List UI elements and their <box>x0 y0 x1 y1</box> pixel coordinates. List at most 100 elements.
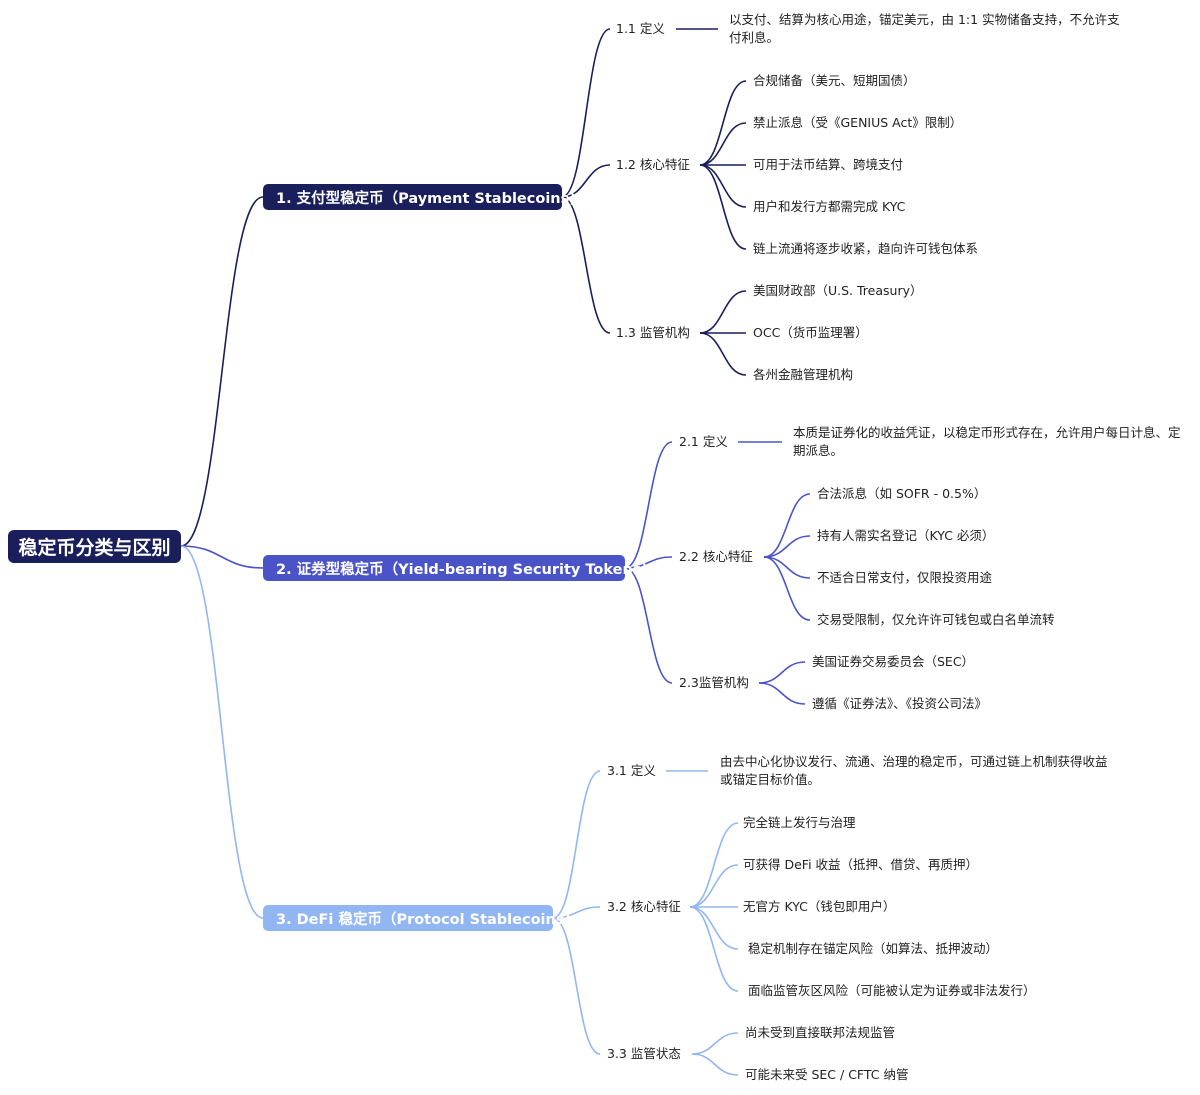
leaf-label: 可能未来受 SEC / CFTC 纳管 <box>745 1067 909 1082</box>
branch-payment-stablecoins[interactable]: 1. 支付型稳定币（Payment Stablecoins) <box>263 184 576 210</box>
leaf-label: 面临监管灰区风险（可能被认定为证券或非法发行） <box>748 983 1036 998</box>
leaf-item[interactable]: 持有人需实名登记（KYC 必须） <box>817 527 994 545</box>
subtopic-label: 2.3监管机构 <box>679 675 749 690</box>
subtopic-3-3-regulatory-status[interactable]: 3.3 监管状态 <box>607 1045 681 1063</box>
leaf-item[interactable]: 不适合日常支付，仅限投资用途 <box>817 569 992 587</box>
leaf-item[interactable]: 合规储备（美元、短期国债） <box>753 72 916 90</box>
definition-line: 由去中心化协议发行、流通、治理的稳定币，可通过链上机制获得收益 <box>720 754 1108 769</box>
leaf-label: 稳定机制存在锚定风险（如算法、抵押波动） <box>748 941 999 956</box>
branch-to-subtopic-connector <box>561 196 611 334</box>
leaf-item[interactable]: 禁止派息（受《GENIUS Act》限制） <box>753 114 962 132</box>
leaf-label: 链上流通将逐步收紧，趋向许可钱包体系 <box>753 241 979 256</box>
leaf-label: 尚未受到直接联邦法规监管 <box>745 1025 896 1040</box>
leaf-item[interactable]: 合法派息（如 SOFR - 0.5%） <box>817 485 986 503</box>
leaf-label: 不适合日常支付，仅限投资用途 <box>817 570 993 585</box>
root-to-branch-connector <box>180 545 264 569</box>
definition-text-3: 由去中心化协议发行、流通、治理的稳定币，可通过链上机制获得收益 或锚定目标价值。 <box>720 753 1140 789</box>
root-label: 稳定币分类与区别 <box>18 537 171 559</box>
leaf-label: 持有人需实名登记（KYC 必须） <box>817 528 995 543</box>
leaf-item[interactable]: 面临监管灰区风险（可能被认定为证券或非法发行） <box>748 982 1036 1000</box>
subtopic-to-leaf-connector <box>689 864 739 908</box>
branch-to-subtopic-connector <box>561 164 611 198</box>
leaf-item[interactable]: 尚未受到直接联邦法规监管 <box>745 1024 895 1042</box>
leaf-item[interactable]: 美国证券交易委员会（SEC） <box>812 653 974 671</box>
branch-3-connectors <box>180 545 739 1076</box>
root-node[interactable]: 稳定币分类与区别 <box>8 530 181 563</box>
leaf-label: 美国财政部（U.S. Treasury） <box>753 283 923 298</box>
branch-security-tokens[interactable]: 2. 证券型稳定币（Yield-bearing Security Tokens) <box>263 555 648 581</box>
branch-2-connectors <box>180 441 811 705</box>
leaf-item[interactable]: 可获得 DeFi 收益（抵押、借贷、再质押） <box>743 856 978 874</box>
subtopic-to-leaf-connector <box>763 493 811 558</box>
subtopic-label: 1.2 核心特征 <box>616 157 690 172</box>
leaf-label: 完全链上发行与治理 <box>743 815 856 830</box>
subtopic-label: 3.1 定义 <box>607 763 656 778</box>
branch-to-subtopic-connector <box>561 28 611 198</box>
branch-to-subtopic-connector <box>624 567 673 684</box>
subtopic-to-leaf-connector <box>699 332 747 376</box>
definition-line: 本质是证券化的收益凭证，以稳定币形式存在，允许用户每日计息、定 <box>793 425 1181 440</box>
leaf-item[interactable]: 无官方 KYC（钱包即用户） <box>743 898 895 916</box>
subtopic-label: 2.2 核心特征 <box>679 549 753 564</box>
leaf-item[interactable]: 可能未来受 SEC / CFTC 纳管 <box>745 1066 909 1084</box>
definition-text-1: 以支付、结算为核心用途，锚定美元，由 1:1 实物储备支持，不允许支 付利息。 <box>729 11 1149 47</box>
leaf-label: 美国证券交易委员会（SEC） <box>812 654 975 669</box>
subtopic-2-3-regulators[interactable]: 2.3监管机构 <box>679 674 749 692</box>
leaf-label: 交易受限制，仅允许许可钱包或白名单流转 <box>817 612 1055 627</box>
branch-to-subtopic-connector <box>624 556 673 569</box>
subtopic-to-leaf-connector <box>763 556 811 621</box>
leaf-label: 禁止派息（受《GENIUS Act》限制） <box>753 115 963 130</box>
leaf-item[interactable]: 交易受限制，仅允许许可钱包或白名单流转 <box>817 611 1055 629</box>
leaf-label: 合法派息（如 SOFR - 0.5%） <box>817 486 987 501</box>
leaf-item[interactable]: 各州金融管理机构 <box>753 366 853 384</box>
leaf-item[interactable]: 链上流通将逐步收紧，趋向许可钱包体系 <box>753 240 978 258</box>
subtopic-to-leaf-connector <box>758 661 806 684</box>
subtopic-3-1-definition[interactable]: 3.1 定义 <box>607 762 656 780</box>
branch-to-subtopic-connector <box>552 906 601 919</box>
subtopic-2-2-features[interactable]: 2.2 核心特征 <box>679 548 753 566</box>
definition-text-2: 本质是证券化的收益凭证，以稳定币形式存在，允许用户每日计息、定 期派息。 <box>793 424 1193 460</box>
subtopic-1-1-definition[interactable]: 1.1 定义 <box>616 20 665 38</box>
subtopic-label: 1.3 监管机构 <box>616 325 690 340</box>
branch-label: 3. DeFi 稳定币（Protocol Stablecoins) <box>276 911 572 928</box>
subtopic-1-2-features[interactable]: 1.2 核心特征 <box>616 156 690 174</box>
branch-defi-stablecoins[interactable]: 3. DeFi 稳定币（Protocol Stablecoins) <box>263 905 571 931</box>
leaf-item[interactable]: OCC（货币监理署） <box>753 324 868 342</box>
leaf-label: 遵循《证券法》、《投资公司法》 <box>812 696 988 711</box>
subtopic-to-leaf-connector <box>699 164 747 208</box>
definition-line: 期派息。 <box>793 443 844 458</box>
subtopic-1-3-regulators[interactable]: 1.3 监管机构 <box>616 324 690 342</box>
subtopic-to-leaf-connector <box>699 290 747 334</box>
leaf-label: 无官方 KYC（钱包即用户） <box>743 899 896 914</box>
subtopic-to-leaf-connector <box>763 535 811 558</box>
root-to-branch-connector <box>180 196 264 547</box>
definition-line: 付利息。 <box>729 30 780 45</box>
leaf-item[interactable]: 完全链上发行与治理 <box>743 814 856 832</box>
leaf-item[interactable]: 美国财政部（U.S. Treasury） <box>753 282 923 300</box>
leaf-label: 用户和发行方都需完成 KYC <box>753 199 906 214</box>
branch-1-connectors <box>180 28 747 547</box>
subtopic-to-leaf-connector <box>689 822 739 908</box>
leaf-item[interactable]: 用户和发行方都需完成 KYC <box>753 198 905 216</box>
subtopic-2-1-definition[interactable]: 2.1 定义 <box>679 433 728 451</box>
branch-label: 2. 证券型稳定币（Yield-bearing Security Tokens) <box>276 561 649 578</box>
leaf-label: 合规储备（美元、短期国债） <box>753 73 916 88</box>
subtopic-to-leaf-connector <box>699 164 747 250</box>
leaf-item[interactable]: 遵循《证券法》、《投资公司法》 <box>812 695 987 713</box>
subtopic-to-leaf-connector <box>758 682 806 705</box>
leaf-label: 可获得 DeFi 收益（抵押、借贷、再质押） <box>743 857 979 872</box>
branch-to-subtopic-connector <box>624 441 673 569</box>
leaf-label: OCC（货币监理署） <box>753 325 868 340</box>
subtopic-to-leaf-connector <box>691 1053 739 1076</box>
subtopic-3-2-features[interactable]: 3.2 核心特征 <box>607 898 681 916</box>
leaf-label: 各州金融管理机构 <box>753 367 854 382</box>
definition-line: 以支付、结算为核心用途，锚定美元，由 1:1 实物储备支持，不允许支 <box>729 12 1120 27</box>
leaf-item[interactable]: 可用于法币结算、跨境支付 <box>753 156 903 174</box>
leaf-item[interactable]: 稳定机制存在锚定风险（如算法、抵押波动） <box>748 940 998 958</box>
subtopic-to-leaf-connector <box>689 906 739 992</box>
subtopic-label: 3.2 核心特征 <box>607 899 681 914</box>
subtopic-label: 3.3 监管状态 <box>607 1046 681 1061</box>
leaf-label: 可用于法币结算、跨境支付 <box>753 157 904 172</box>
subtopic-label: 2.1 定义 <box>679 434 728 449</box>
